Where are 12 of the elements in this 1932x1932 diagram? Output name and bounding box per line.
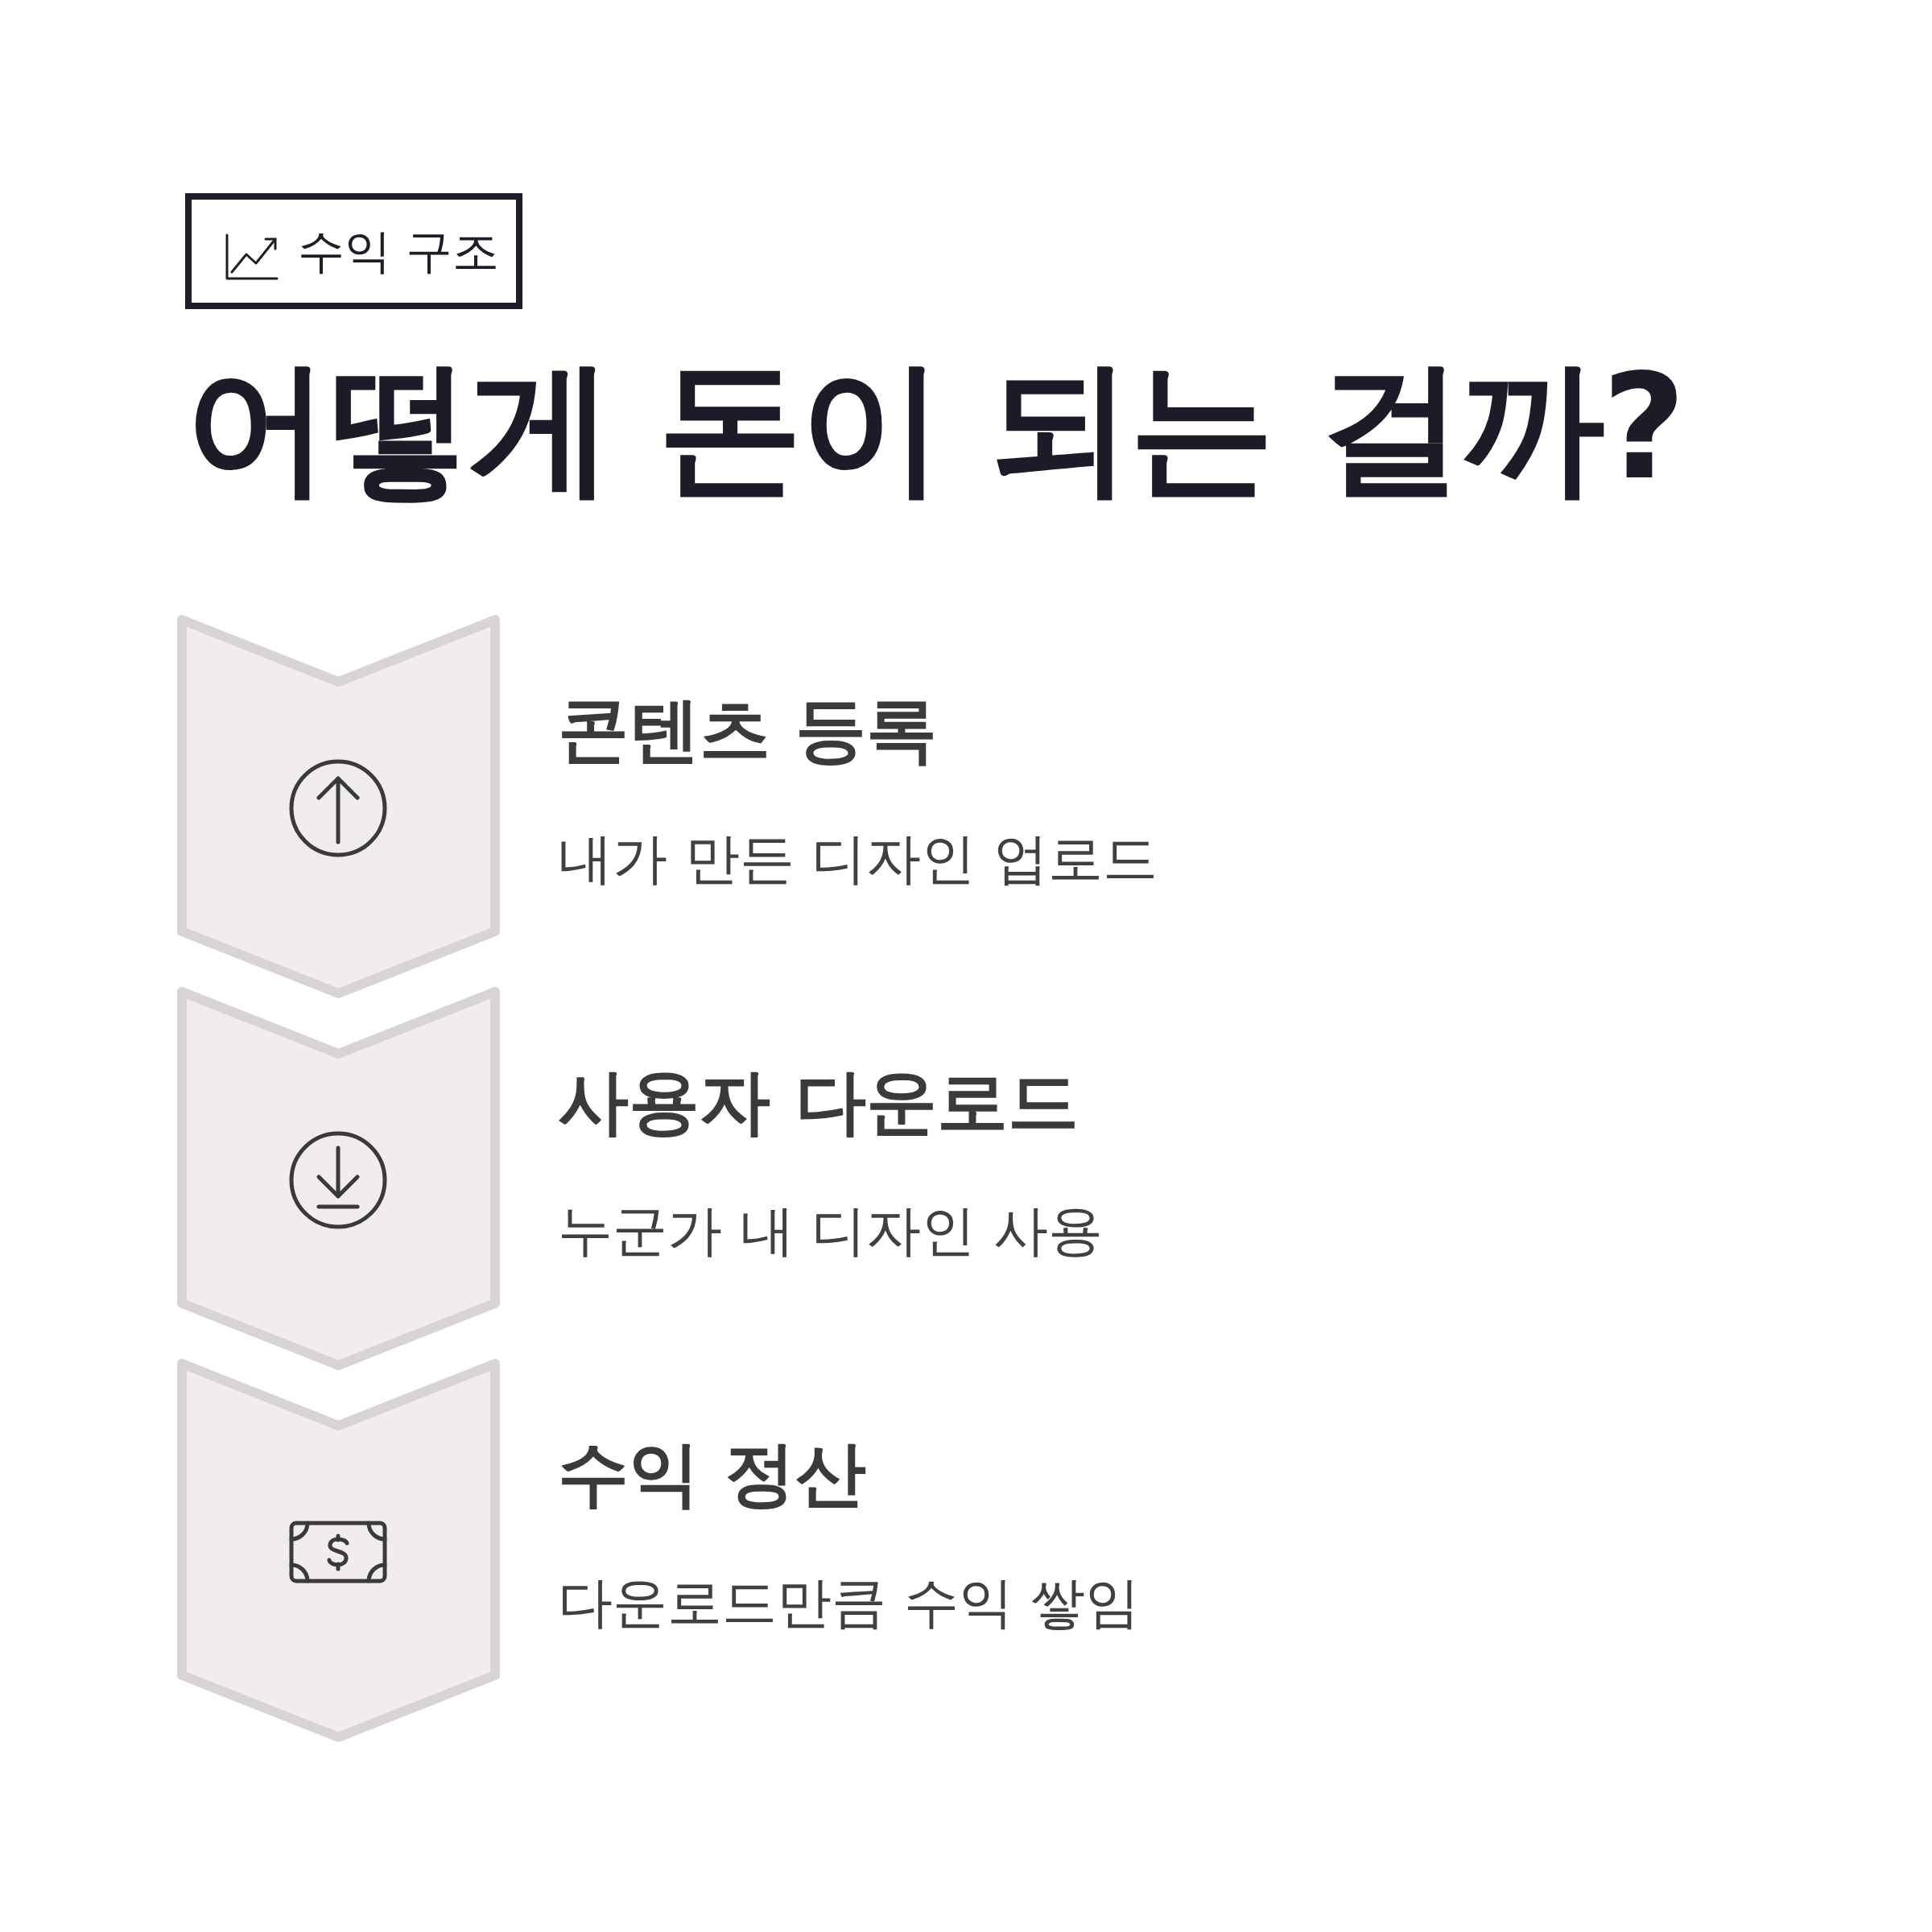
step-description: 내가 만든 디자인 업로드 [558,826,1158,892]
tag-label: 수익 구조 [298,224,500,280]
step-heading: 콘텐츠 등록 [558,687,937,773]
chevron-shape [177,987,500,1370]
chevron-shape [177,615,500,998]
step-description: 다운로드만큼 수익 쌓임 [558,1570,1141,1636]
step-heading: 수익 정산 [558,1431,866,1517]
tag-box [185,193,522,309]
step-heading: 사용자 다운로드 [558,1059,1079,1145]
chevron-shape [177,1359,500,1742]
title-heading: 어떻게 돈이 되는 걸까? [185,351,1683,503]
step-description: 누군가 내 디자인 사용 [558,1198,1103,1264]
